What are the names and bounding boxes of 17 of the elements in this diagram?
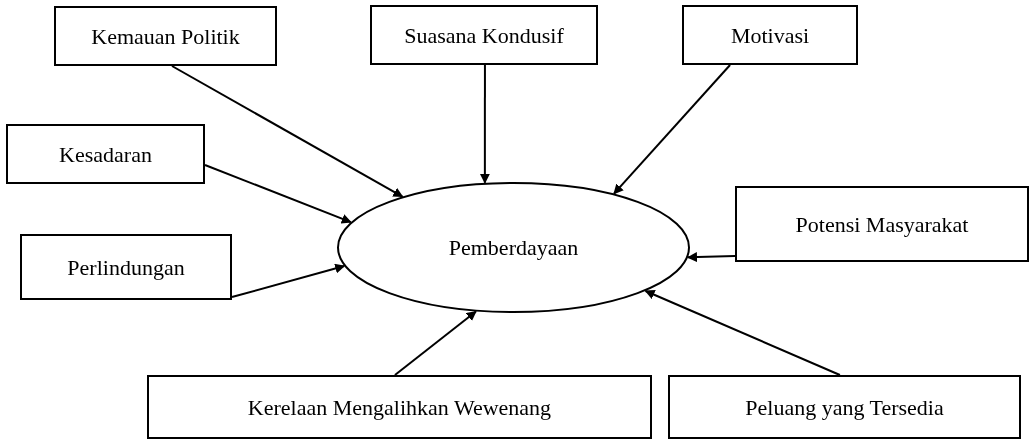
arrow [687, 252, 736, 263]
text-box: Motivasi [682, 5, 858, 65]
arrow [479, 64, 490, 184]
text-box: Suasana Kondusif [370, 5, 598, 65]
text-box: Potensi Masyarakat [735, 186, 1029, 262]
arrow [644, 289, 841, 376]
arrow [393, 310, 477, 376]
arrow [170, 65, 404, 198]
arrow [204, 164, 352, 224]
arrow [613, 64, 732, 195]
ellipse-node: Pemberdayaan [337, 182, 690, 313]
arrow [231, 263, 346, 299]
text-box: Kerelaan Mengalihkan Wewenang [147, 375, 652, 439]
text-box: Peluang yang Tersedia [668, 375, 1021, 439]
text-box: Perlindungan [20, 234, 232, 300]
text-box: Kesadaran [6, 124, 205, 184]
text-box: Kemauan Politik [54, 6, 277, 66]
